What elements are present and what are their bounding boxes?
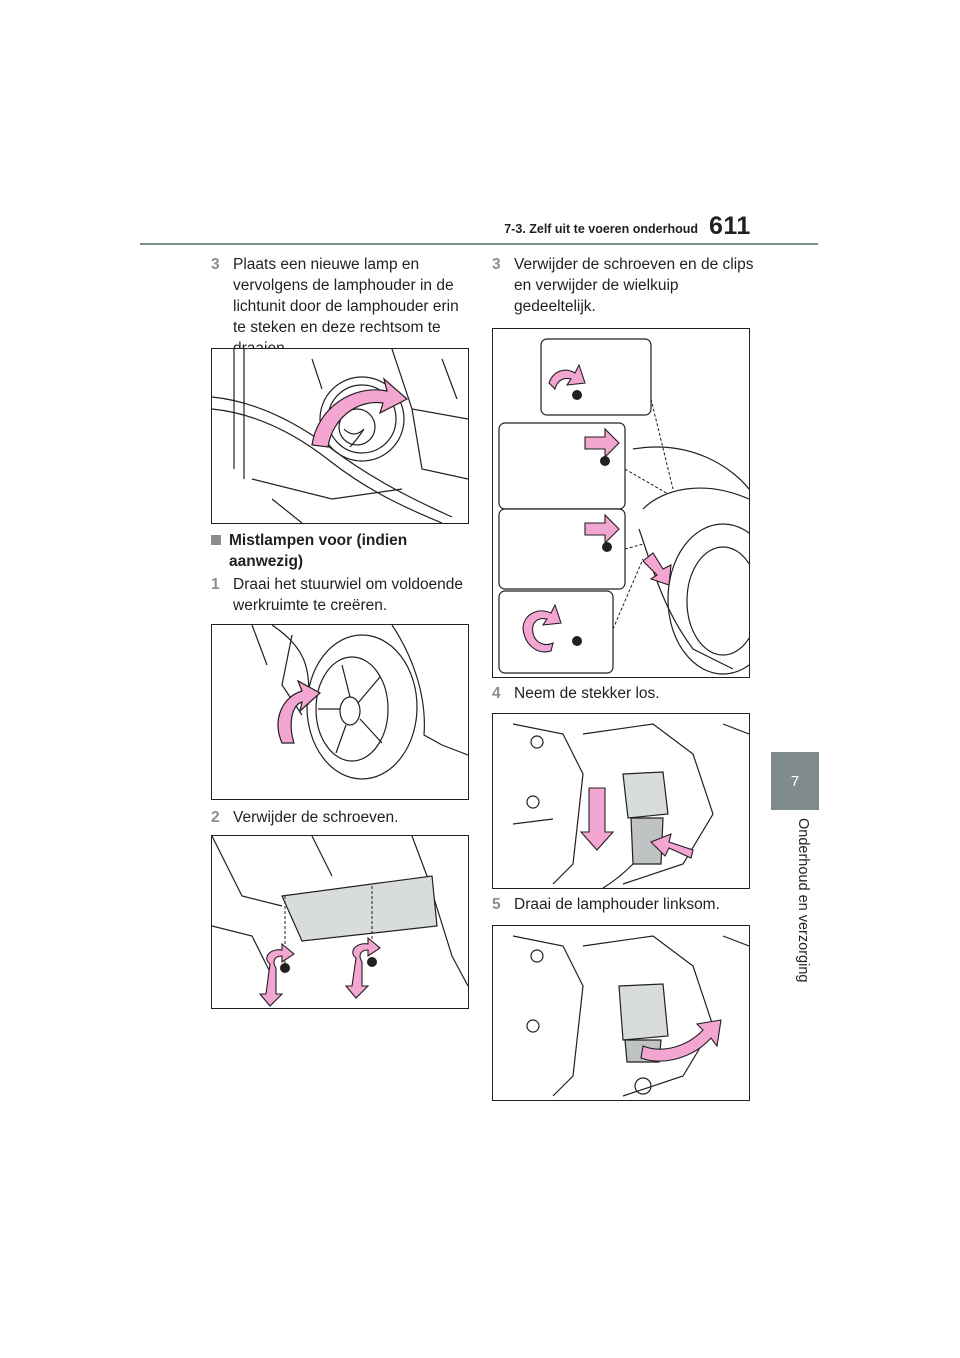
- rotate-arrow-icon: [311, 377, 409, 448]
- right-arrow-icon: [584, 513, 620, 545]
- chapter-tab[interactable]: 7: [771, 752, 819, 810]
- lamp-holder-illustration: [512, 935, 749, 1097]
- rotate-arrow-icon: [277, 679, 322, 744]
- step-text: Verwijder de schroeven en de clips en ve…: [514, 256, 754, 315]
- step-number: 2: [211, 809, 220, 826]
- clip-icon: [572, 390, 582, 400]
- figure-rotate-holder: [492, 925, 750, 1101]
- wheel-illustration: [251, 625, 468, 780]
- step-2-left: 2 Verwijder de schroeven.: [211, 807, 473, 828]
- screw-icon: [367, 957, 377, 967]
- step-4-right: 4 Neem de stekker los.: [492, 683, 754, 704]
- figure-remove-screws: [211, 835, 469, 1009]
- down-arrow-icon: [579, 787, 615, 851]
- step-3-left: 3 Plaats een nieuwe lamp en vervolgens d…: [211, 254, 473, 359]
- right-arrow-icon: [650, 833, 694, 859]
- undercover-illustration: [212, 836, 468, 1007]
- step-text: Verwijder de schroeven.: [233, 809, 399, 826]
- page-number: 611: [709, 212, 751, 240]
- step-text: Draai de lamphouder linksom.: [514, 896, 720, 913]
- step-text: Neem de stekker los.: [514, 685, 660, 702]
- connector-illustration: [512, 723, 749, 888]
- section-heading-fog-lights: Mistlampen voor (indien aanwezig): [211, 530, 473, 572]
- rotate-arrow-icon: [344, 936, 381, 999]
- bulb-holder-illustration: [212, 349, 468, 523]
- clip-icon: [602, 542, 612, 552]
- step-text: Draai het stuurwiel om voldoende werkrui…: [233, 576, 464, 614]
- rotate-arrow-icon: [548, 363, 586, 391]
- step-number: 3: [211, 256, 220, 273]
- heading-bullet-icon: [211, 535, 221, 545]
- step-number: 3: [492, 256, 501, 273]
- down-arrow-icon: [642, 552, 672, 586]
- step-number: 1: [211, 576, 220, 593]
- right-arrow-icon: [584, 427, 620, 459]
- rotate-arrow-icon: [522, 603, 562, 653]
- screw-icon: [572, 636, 582, 646]
- step-1-left: 1 Draai het stuurwiel om voldoende werkr…: [211, 574, 473, 616]
- clip-icon: [600, 456, 610, 466]
- wheel-liner-illustration: [498, 338, 749, 675]
- header-divider: [140, 243, 818, 245]
- rotate-arrow-icon: [640, 1019, 722, 1062]
- step-text: Plaats een nieuwe lamp en vervolgens de …: [233, 256, 459, 357]
- step-5-right: 5 Draai de lamphouder linksom.: [492, 894, 754, 915]
- section-title: 7-3. Zelf uit te voeren onderhoud: [504, 222, 698, 236]
- step-3-right: 3 Verwijder de schroeven en de clips en …: [492, 254, 754, 317]
- rotate-arrow-icon: [258, 942, 295, 1007]
- step-number: 4: [492, 685, 501, 702]
- chapter-side-label: Onderhoud en verzorging: [795, 818, 811, 983]
- figure-steering-wheel-turn: [211, 624, 469, 800]
- figure-bulb-holder: [211, 348, 469, 524]
- step-number: 5: [492, 896, 501, 913]
- figure-wheel-liner: [492, 328, 750, 678]
- screw-icon: [280, 963, 290, 973]
- figure-disconnect-plug: [492, 713, 750, 889]
